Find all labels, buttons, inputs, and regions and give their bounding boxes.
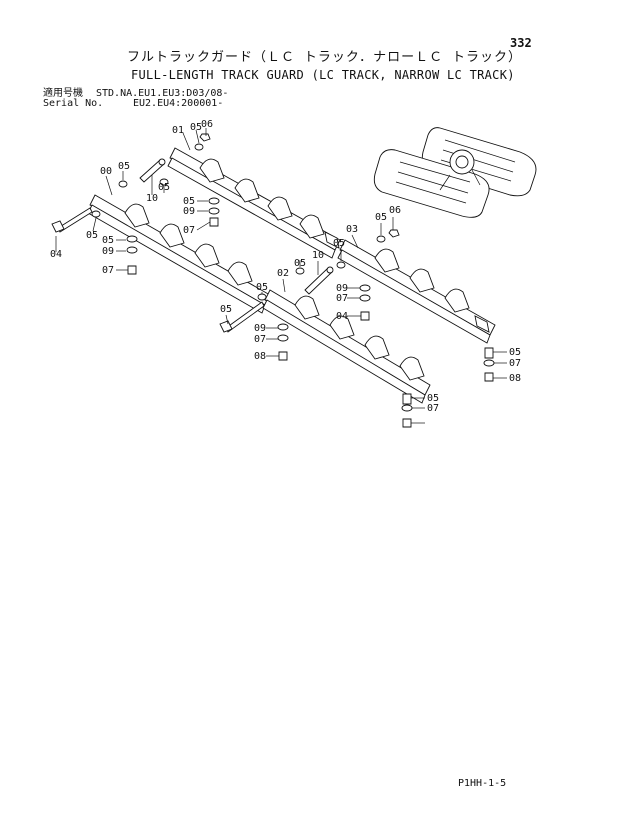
footer-code: P1HH-1-5 <box>458 778 507 789</box>
callout-05: 07 <box>509 358 521 369</box>
track-guard-00 <box>87 194 271 314</box>
title-english: FULL-LENGTH TRACK GUARD (LC TRACK, NARRO… <box>131 68 515 82</box>
callout-07: 04 <box>336 311 348 322</box>
callout-06: 06 <box>389 205 401 216</box>
callout-05: 05 <box>118 161 130 172</box>
callout-05: 05 <box>256 282 268 293</box>
applicability-label: 適用号機 <box>43 88 83 99</box>
callout-05: 05 <box>294 258 306 269</box>
pin-10-lower <box>304 266 334 295</box>
callout-05: 09 <box>254 323 266 334</box>
callout-09: 09 <box>183 206 195 217</box>
callout-09: 09 <box>102 246 114 257</box>
callout-05: 05 <box>190 122 202 133</box>
callout-labels: 01 05 06 05 00 10 05 05 09 07 05 04 05 0… <box>50 119 521 414</box>
serial-value: EU2.EU4:200001- <box>133 98 224 109</box>
callout-05: 05 <box>333 238 345 249</box>
page-number: 332 <box>510 36 532 50</box>
callout-05: 09 <box>336 283 348 294</box>
callout-10: 10 <box>312 250 324 261</box>
callout-05: 07 <box>427 403 439 414</box>
undercarriage-thumbnail <box>373 127 537 218</box>
callout-05: 05 <box>183 196 195 207</box>
callout-07: 08 <box>254 351 266 362</box>
callout-10: 10 <box>146 193 158 204</box>
callout-08: 05 <box>427 393 439 404</box>
title-japanese: フルトラックガード（ＬＣ トラック．ナローＬＣ トラック） <box>127 50 523 65</box>
callout-01: 01 <box>172 125 184 136</box>
callout-07: 07 <box>102 265 114 276</box>
callout-07: 07 <box>183 225 195 236</box>
leader-lines <box>55 128 507 424</box>
callout-07: 08 <box>509 373 521 384</box>
callout-04: 04 <box>50 249 62 260</box>
track-guard-02 <box>262 289 431 404</box>
callout-09: 07 <box>336 293 348 304</box>
applicability-value: STD.NA.EU1.EU3:D03/08- <box>96 88 229 99</box>
fastener-set <box>91 133 495 428</box>
callout-02: 02 <box>277 268 289 279</box>
callout-03: 03 <box>346 224 358 235</box>
callout-00: 00 <box>100 166 112 177</box>
track-guard-03 <box>337 239 496 344</box>
pin-10-upper <box>139 158 166 183</box>
callout-05: 05 <box>102 235 114 246</box>
callout-05: 05 <box>158 182 170 193</box>
callout-04: 05 <box>220 304 232 315</box>
track-guard-01 <box>167 147 341 259</box>
callout-08: 05 <box>509 347 521 358</box>
bolt-04-lower <box>219 301 265 333</box>
callout-05: 05 <box>375 212 387 223</box>
callout-05: 05 <box>86 230 98 241</box>
serial-label: Serial No. <box>43 98 104 109</box>
callout-06: 06 <box>201 119 213 130</box>
callout-09: 07 <box>254 334 266 345</box>
bolt-04-upper <box>51 207 93 233</box>
